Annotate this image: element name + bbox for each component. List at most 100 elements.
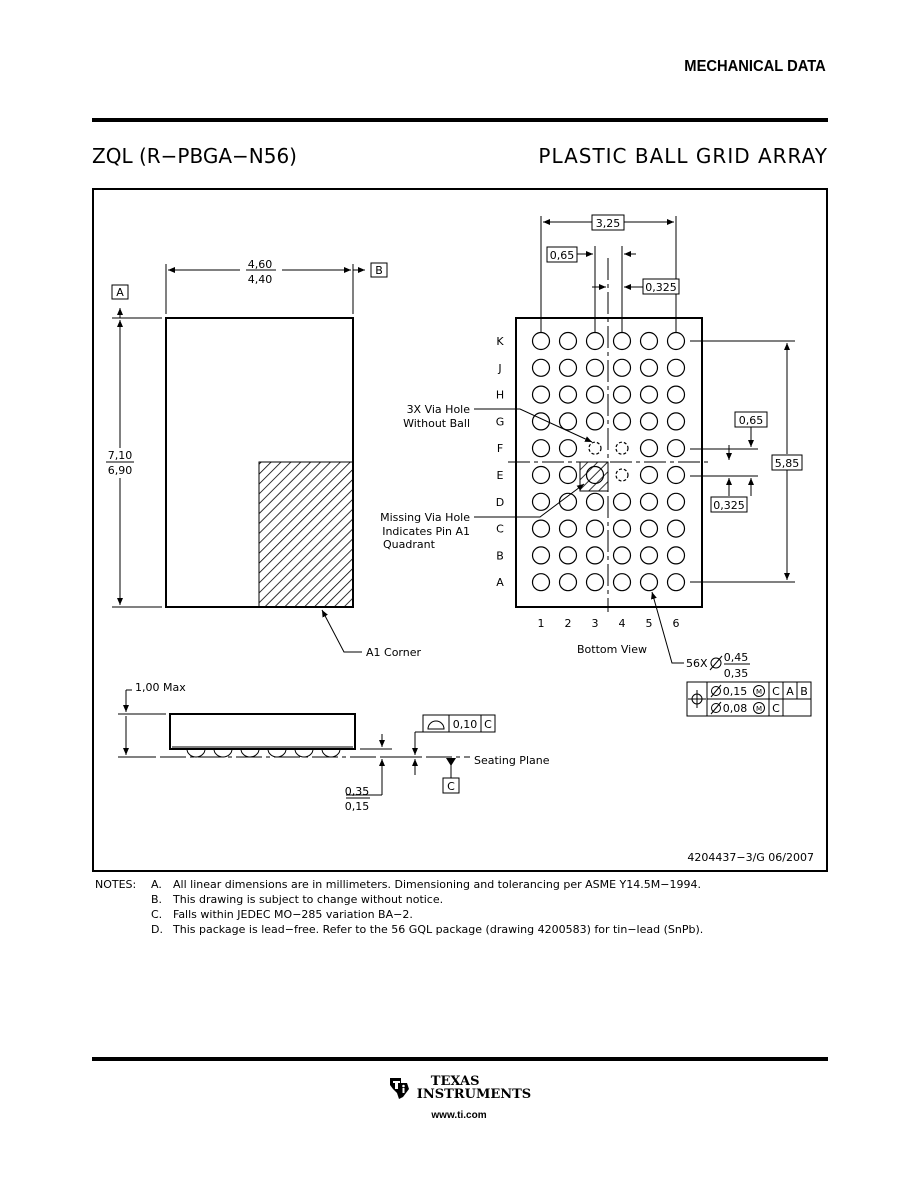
solder-ball	[585, 492, 605, 511]
via-hole	[615, 441, 629, 455]
row-label: J	[497, 362, 501, 375]
company-footer: TEXAS INSTRUMENTS www.ti.com	[0, 1075, 918, 1121]
column-label: 5	[646, 617, 653, 630]
height-min: 6,90	[108, 464, 133, 477]
missing-via-hatch	[579, 461, 609, 492]
solder-ball	[531, 439, 551, 458]
row-label: C	[496, 523, 504, 536]
flatness-frame	[422, 714, 496, 733]
solder-ball	[612, 412, 632, 431]
solder-ball	[639, 331, 659, 351]
missing-label-3: Quadrant	[383, 538, 436, 551]
drawing-frame	[92, 188, 828, 872]
missing-label-1: Missing Via Hole	[380, 511, 470, 524]
solder-ball	[612, 492, 632, 511]
ball-dia-max: 0,45	[724, 651, 749, 664]
missing-label-2: Indicates Pin A1	[382, 525, 470, 538]
notes-block: NOTES:A.All linear dimensions are in mil…	[95, 877, 703, 937]
ti-logo-icon	[389, 1078, 409, 1099]
datum-b-box	[370, 262, 388, 278]
solder-ball	[639, 385, 659, 404]
pitch-y-label: 0,65	[739, 414, 764, 427]
column-label: 3	[592, 617, 599, 630]
span-x-label: 3,25	[596, 217, 621, 230]
solder-ball	[558, 573, 578, 592]
height-max: 7,10	[108, 449, 133, 462]
solder-ball	[558, 439, 578, 458]
company-name-line2: INSTRUMENTS	[416, 1087, 532, 1102]
solder-ball	[666, 385, 686, 404]
top-view: 4,60 4,40 B 7,10 6,90 A A1 Corner	[106, 258, 421, 659]
company-name-line1: TEXAS	[430, 1074, 480, 1089]
row-label: E	[497, 469, 504, 482]
solder-ball	[531, 546, 551, 565]
solder-ball	[585, 331, 605, 351]
solder-ball	[666, 412, 686, 431]
solder-ball	[531, 519, 551, 538]
seating-plane-label: Seating Plane	[474, 754, 550, 767]
bottom-rule	[92, 1057, 828, 1061]
solder-balls-side	[186, 748, 341, 758]
position-symbol-icon	[688, 690, 706, 708]
tol-2-datum-1: C	[772, 702, 780, 715]
note-text: Falls within JEDEC MO−285 variation BA−2…	[173, 908, 413, 921]
note-letter: B.	[151, 893, 163, 906]
datum-a-box	[111, 284, 129, 300]
note-letter: C.	[151, 908, 163, 921]
solder-ball	[531, 465, 551, 485]
solder-ball	[585, 546, 605, 565]
package-code: ZQL (R−PBGA−N56)	[92, 144, 297, 168]
bottom-view-caption: Bottom View	[577, 643, 647, 656]
solder-ball	[639, 573, 659, 592]
row-label: H	[496, 389, 504, 402]
datum-a: A	[116, 286, 124, 299]
package-type: PLASTIC BALL GRID ARRAY	[538, 144, 828, 168]
side-view: 1,00 Max 0,35 0,15 0,10 C Seating Plane …	[118, 681, 550, 813]
row-label: K	[496, 335, 504, 348]
solder-ball	[531, 492, 551, 511]
ball-height-min: 0,15	[345, 800, 370, 813]
solder-ball	[531, 412, 551, 431]
ball-height-max: 0,35	[345, 785, 370, 798]
a1-quadrant-hatch	[258, 461, 354, 608]
solder-ball	[612, 358, 632, 377]
column-label: 6	[673, 617, 680, 630]
notes-heading: NOTES:	[95, 878, 137, 891]
solder-ball	[639, 519, 659, 538]
tol-1-datum-1: C	[772, 685, 780, 698]
datum-b: B	[375, 264, 383, 277]
mmc-icon: M M	[753, 685, 765, 714]
a1-corner-label: A1 Corner	[366, 646, 421, 659]
solder-ball	[666, 546, 686, 565]
solder-ball	[639, 465, 659, 485]
row-label: F	[497, 442, 503, 455]
width-max: 4,60	[248, 258, 273, 271]
row-label: A	[496, 576, 504, 589]
note-letter: D.	[151, 923, 163, 936]
solder-ball	[639, 412, 659, 431]
pitch-x-label: 0,65	[550, 249, 575, 262]
solder-ball	[612, 546, 632, 565]
note-text: This drawing is subject to change withou…	[173, 893, 444, 906]
solder-ball	[666, 465, 686, 485]
solder-ball	[585, 519, 605, 538]
company-url[interactable]: www.ti.com	[431, 1110, 487, 1121]
tol-1-datum-2: A	[786, 685, 794, 698]
flatness-datum: C	[484, 718, 492, 731]
solder-ball	[531, 331, 551, 351]
ball-dia-min: 0,35	[724, 667, 749, 680]
via-hole	[588, 441, 602, 455]
note-text: All linear dimensions are in millimeters…	[173, 878, 701, 891]
span-y-label: 5,85	[775, 457, 800, 470]
document-header-title: MECHANICAL DATA	[684, 58, 826, 75]
solder-ball	[639, 492, 659, 511]
solder-ball	[666, 439, 686, 458]
flatness-value: 0,10	[453, 718, 478, 731]
solder-ball	[612, 331, 632, 351]
solder-ball	[585, 385, 605, 404]
svg-text:M: M	[756, 705, 762, 713]
row-label: B	[496, 549, 504, 562]
